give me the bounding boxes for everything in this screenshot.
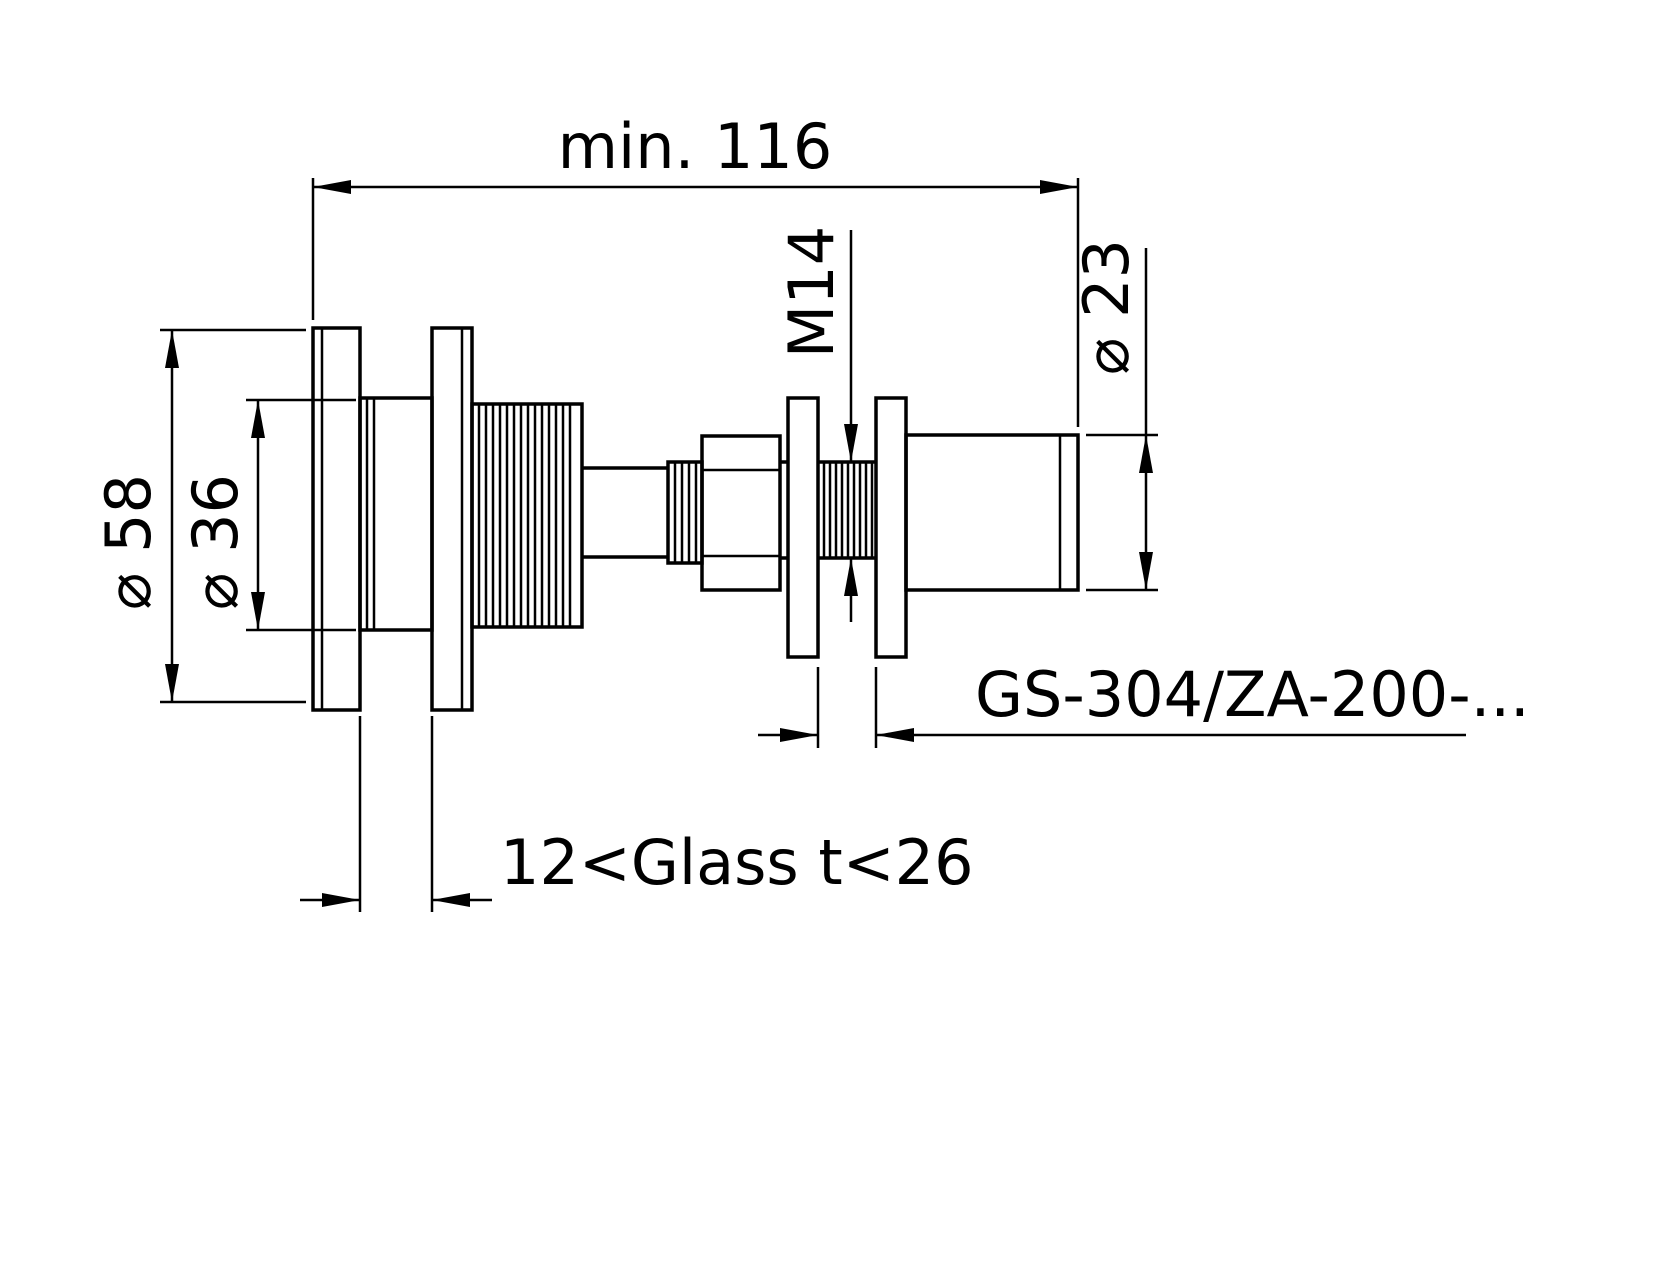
washer-right: [874, 396, 908, 659]
dim-product-code: GS-304/ZA-200-...: [758, 658, 1530, 748]
arrow-right-icon: [322, 893, 360, 907]
dim-flange-diameter-label: ⌀ 58: [92, 474, 165, 610]
arrow-up-icon: [1139, 435, 1153, 473]
arrow-up-icon: [165, 330, 179, 368]
dim-glass-thickness: 12<Glass t<26: [300, 716, 974, 912]
shaft: [582, 466, 668, 559]
dim-thread-label: M14: [775, 226, 848, 358]
arrow-left-icon: [876, 728, 914, 742]
threaded-stud: [818, 460, 876, 560]
arrow-up-icon: [844, 558, 858, 596]
product-code-label: GS-304/ZA-200-...: [975, 658, 1530, 731]
part-view: [311, 326, 1080, 712]
threaded-body: [470, 402, 584, 629]
dim-flange-diameter: ⌀ 58: [92, 328, 306, 704]
arrow-up-icon: [251, 400, 265, 438]
end-cylinder: [904, 433, 1080, 592]
washer-left: [786, 396, 820, 659]
dim-bush-diameter: ⌀ 36: [179, 398, 356, 632]
arrow-left-icon: [313, 180, 351, 194]
arrow-left-icon: [432, 893, 470, 907]
arrow-down-icon: [1139, 552, 1153, 590]
dim-overall-length-label: min. 116: [558, 110, 833, 183]
arrow-down-icon: [844, 424, 858, 462]
dim-overall-length: min. 116: [311, 110, 1080, 427]
arrow-right-icon: [1040, 180, 1078, 194]
right-flange-disc: [430, 326, 474, 712]
arrow-down-icon: [165, 664, 179, 702]
dim-thread: M14: [775, 226, 858, 622]
dim-bush-diameter-label: ⌀ 36: [179, 474, 252, 610]
dim-end-diameter: ⌀ 23: [1070, 239, 1158, 592]
glass-bush: [358, 396, 434, 632]
arrow-down-icon: [251, 592, 265, 630]
hex-nut: [700, 434, 782, 592]
left-flange-disc: [311, 326, 362, 712]
short-thread: [666, 460, 704, 565]
arrow-right-icon: [780, 728, 818, 742]
dim-glass-thickness-label: 12<Glass t<26: [500, 826, 974, 899]
dim-end-diameter-label: ⌀ 23: [1070, 239, 1143, 375]
